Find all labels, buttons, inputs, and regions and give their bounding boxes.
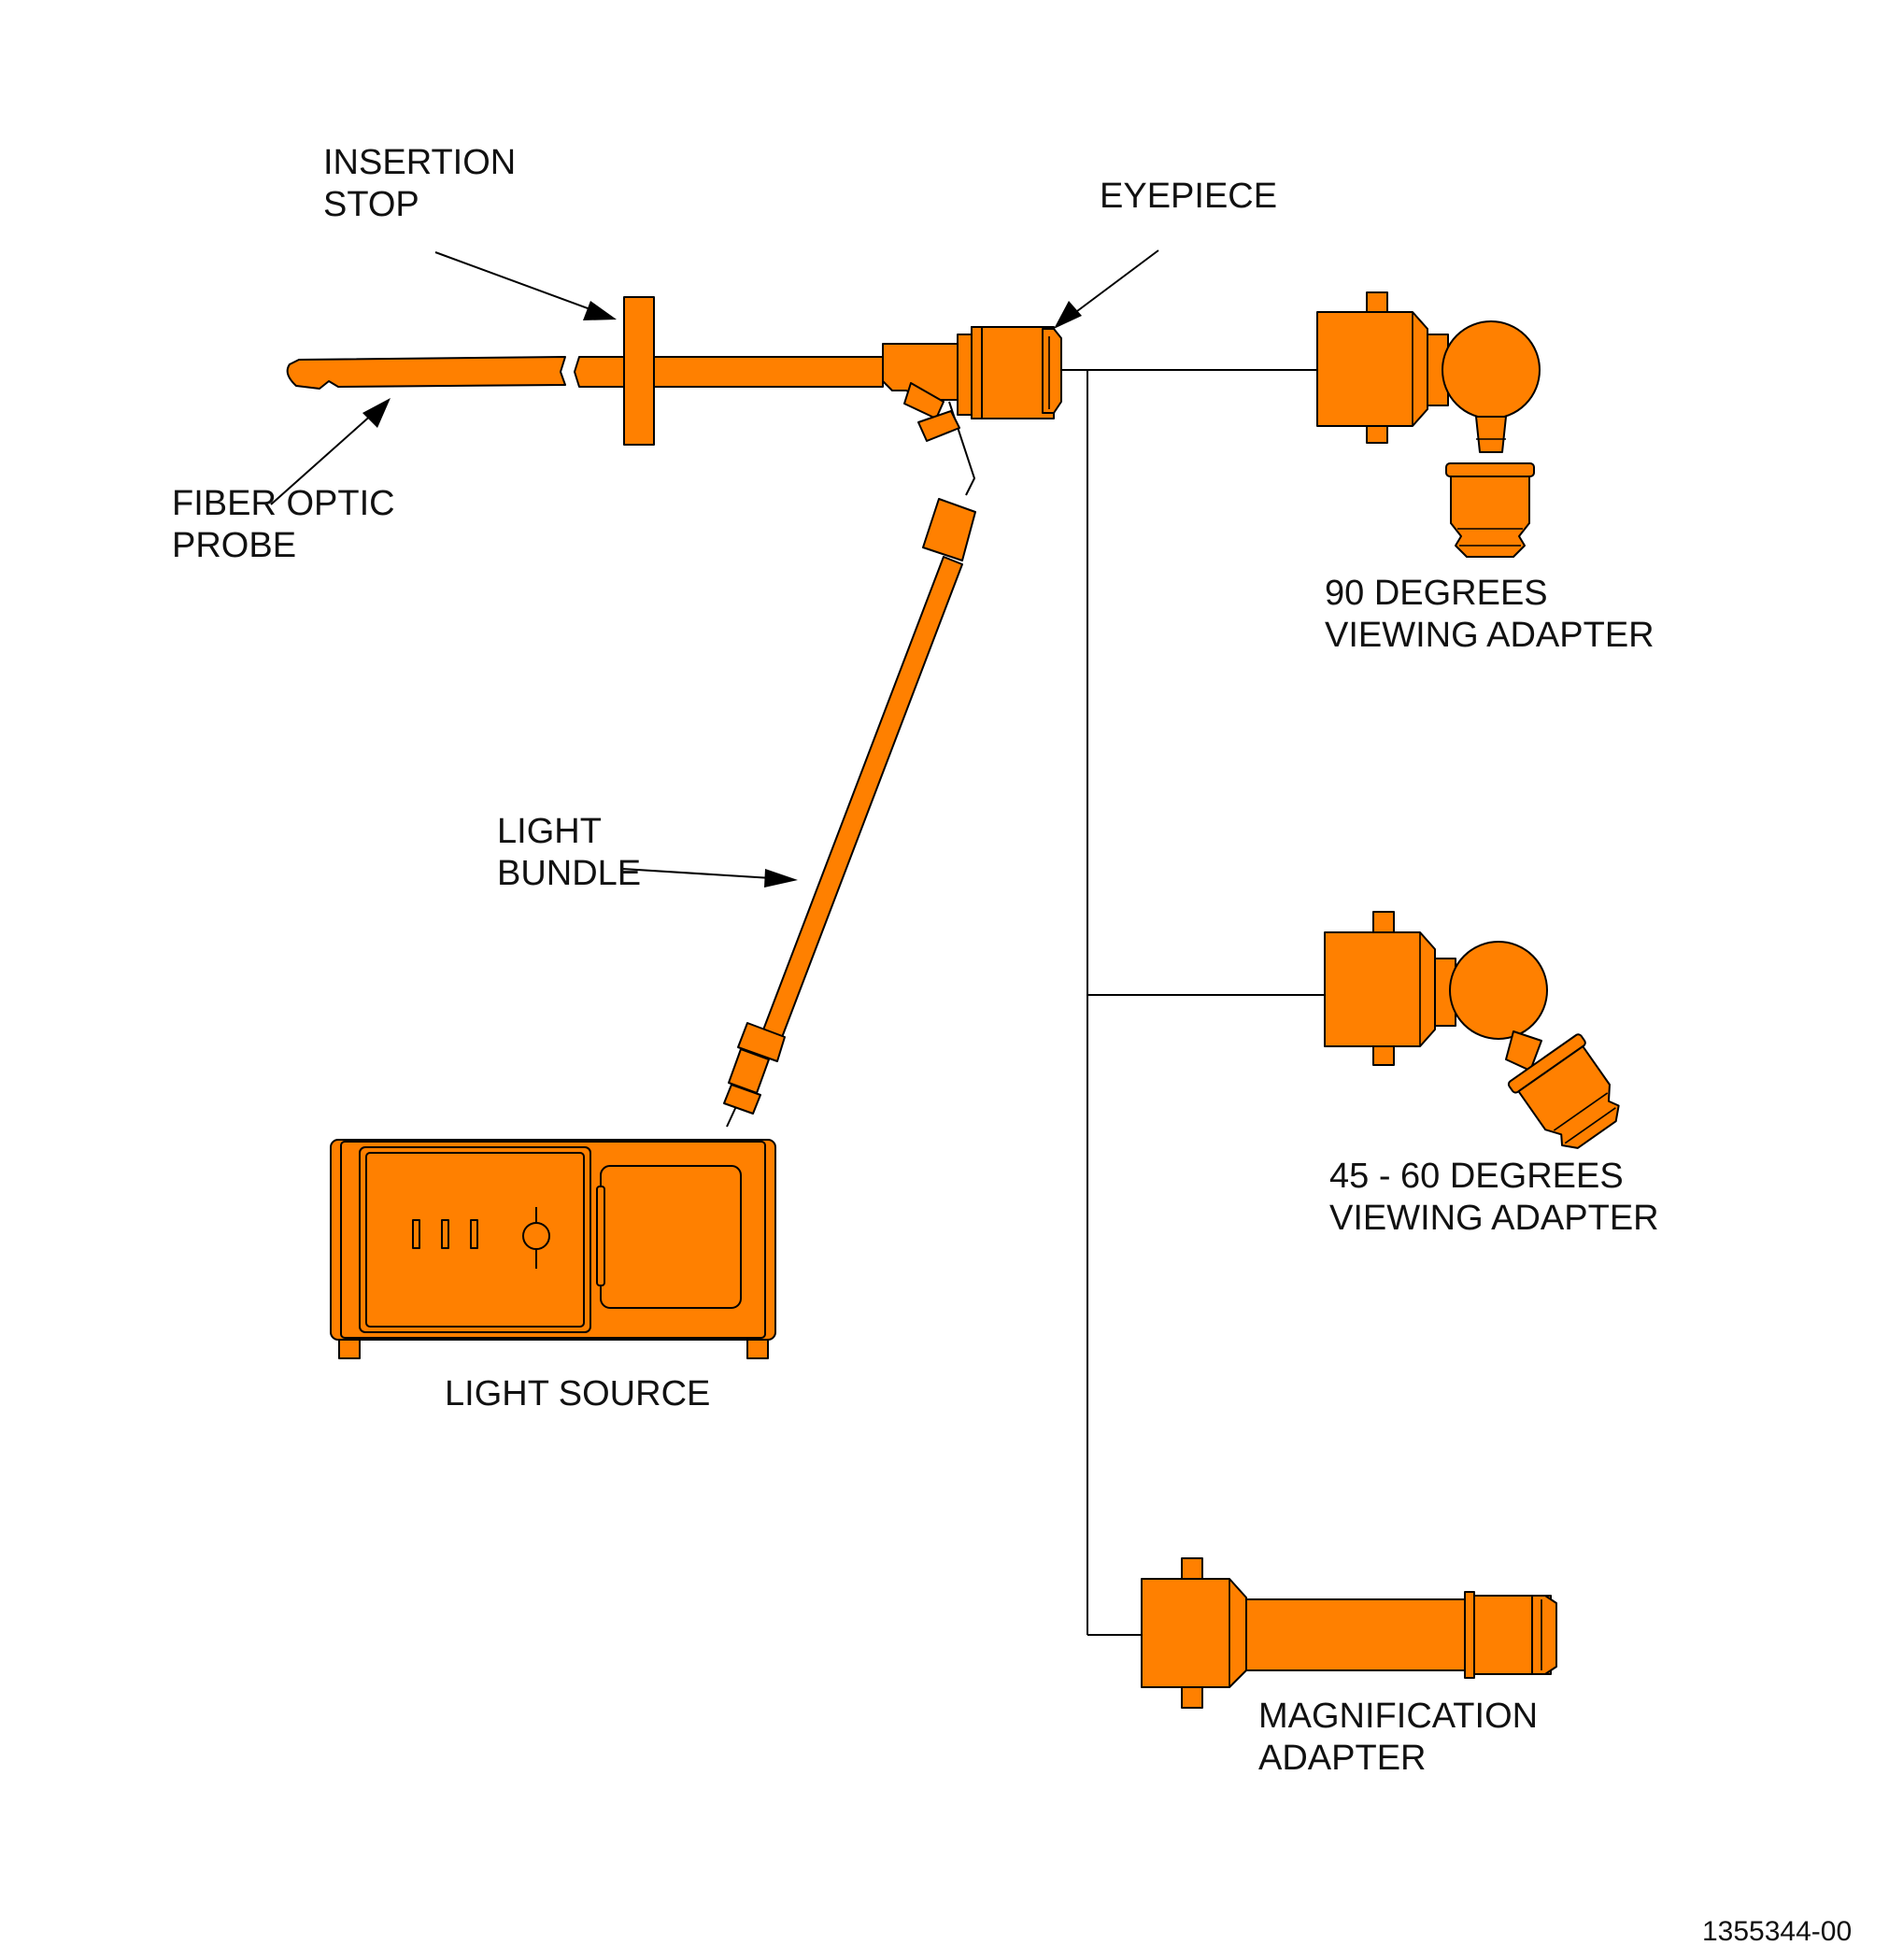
magnification-adapter bbox=[1141, 1557, 1557, 1709]
label-light-bundle: LIGHT BUNDLE bbox=[497, 811, 641, 895]
label-fiber-optic-probe: FIBER OPTIC PROBE bbox=[172, 483, 395, 567]
label-light-bundle-line2: BUNDLE bbox=[497, 854, 642, 893]
switch-1 bbox=[412, 1219, 420, 1249]
label-light-bundle-line1: LIGHT bbox=[497, 812, 602, 851]
switch-2 bbox=[441, 1219, 449, 1249]
figure-number: 1355344-00 bbox=[1702, 1916, 1853, 1947]
switch-3 bbox=[470, 1219, 478, 1249]
label-90-degrees-adapter-line1: 90 DEGREES bbox=[1325, 574, 1548, 613]
label-magnification-adapter-line2: ADAPTER bbox=[1258, 1739, 1427, 1778]
label-magnification-adapter: MAGNIFICATION ADAPTER bbox=[1258, 1696, 1538, 1780]
connector-lines bbox=[726, 369, 1333, 1636]
label-eyepiece-line1: EYEPIECE bbox=[1100, 177, 1278, 216]
label-light-source-line1: LIGHT SOURCE bbox=[445, 1374, 711, 1413]
label-fiber-optic-probe-line2: PROBE bbox=[172, 526, 297, 565]
label-light-source: LIGHT SOURCE bbox=[445, 1373, 710, 1415]
intensity-knob bbox=[522, 1222, 550, 1250]
leader-arrows bbox=[270, 249, 1159, 888]
label-fiber-optic-probe-line1: FIBER OPTIC bbox=[172, 484, 395, 523]
label-90-degrees-adapter: 90 DEGREES VIEWING ADAPTER bbox=[1325, 573, 1655, 657]
label-magnification-adapter-line1: MAGNIFICATION bbox=[1258, 1697, 1539, 1736]
light-source-unit bbox=[330, 1139, 776, 1359]
adapter-90-degrees bbox=[1316, 291, 1541, 558]
eyepiece-lens bbox=[1042, 328, 1062, 414]
fiber-optic-probe bbox=[286, 296, 1062, 446]
light-bundle-cable bbox=[723, 498, 976, 1115]
label-45-60-degrees-adapter-line1: 45 - 60 DEGREES bbox=[1329, 1157, 1624, 1196]
label-insertion-stop-line1: INSERTION bbox=[323, 143, 517, 182]
label-45-60-degrees-adapter: 45 - 60 DEGREES VIEWING ADAPTER bbox=[1329, 1156, 1659, 1240]
label-insertion-stop-line2: STOP bbox=[323, 185, 419, 224]
label-90-degrees-adapter-line2: VIEWING ADAPTER bbox=[1325, 616, 1655, 655]
label-insertion-stop: INSERTION STOP bbox=[323, 142, 516, 226]
label-45-60-degrees-adapter-line2: VIEWING ADAPTER bbox=[1329, 1199, 1659, 1238]
adapter-45-60-degrees bbox=[1324, 911, 1620, 1149]
label-eyepiece: EYEPIECE bbox=[1100, 176, 1277, 218]
lamp-door bbox=[600, 1165, 742, 1309]
eyepiece-housing bbox=[971, 326, 1055, 419]
insertion-stop-flange bbox=[623, 296, 655, 446]
